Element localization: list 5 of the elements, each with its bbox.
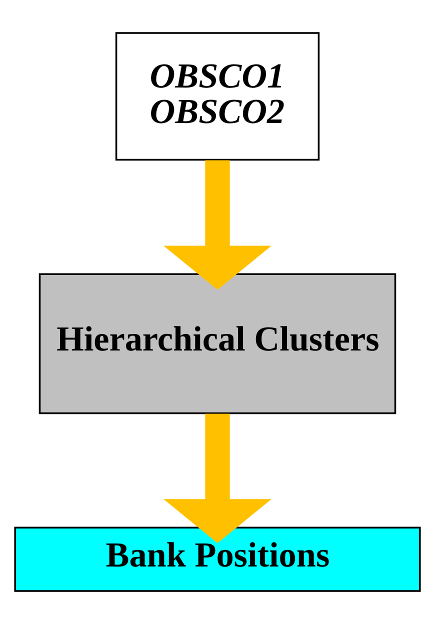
arrow xyxy=(164,160,272,290)
node-box: OBSCO1 OBSCO2 xyxy=(115,32,320,160)
arrow xyxy=(164,413,272,543)
node-box: Hierarchical Clusters xyxy=(38,272,396,414)
node-box: Bank Positions xyxy=(14,526,421,592)
